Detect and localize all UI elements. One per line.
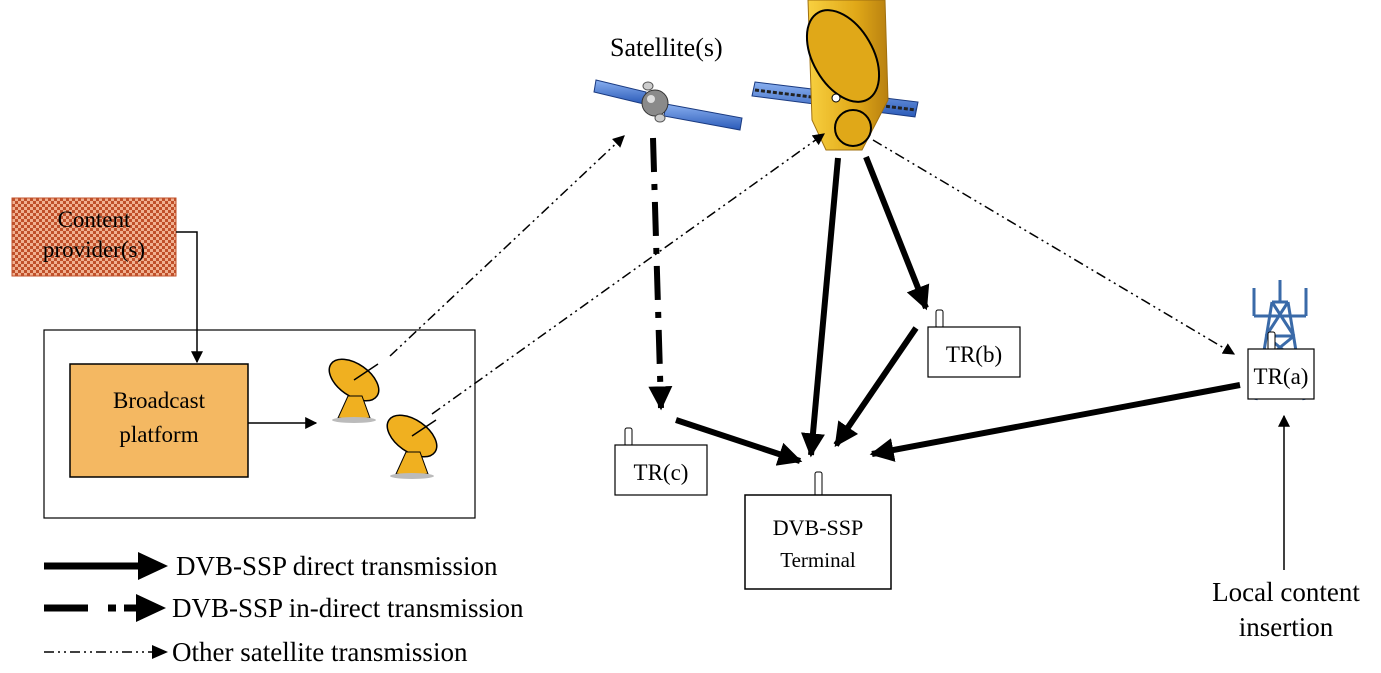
legend-direct-label: DVB-SSP direct transmission (176, 551, 498, 581)
tr-b-to-terminal-arrow (833, 326, 919, 447)
content-provider-label-1: Content (58, 207, 131, 232)
content-provider-box: Content provider(s) (11, 197, 177, 277)
uplink-arrow-2 (431, 133, 825, 415)
tr-c-to-terminal-arrow (675, 417, 803, 466)
local-content-label-2: insertion (1239, 612, 1334, 642)
broadcast-platform-box: Broadcast platform (69, 363, 249, 478)
tr-c-label: TR(c) (634, 460, 689, 485)
legend-indirect-label: DVB-SSP in-direct transmission (172, 593, 524, 623)
terminal-label-2: Terminal (780, 548, 856, 572)
legend: DVB-SSP direct transmission DVB-SSP in-d… (44, 551, 524, 667)
broadcast-system-frame (43, 329, 476, 519)
terminal-box: DVB-SSP Terminal (744, 471, 892, 590)
satellite-icon (593, 79, 743, 131)
indirect-transmission-arrow (648, 137, 673, 411)
satellite-to-tr-b-arrow (863, 155, 930, 311)
tr-c-box: TR(c) (614, 427, 708, 496)
satellite-dish-icon (328, 358, 380, 423)
legend-indirect: DVB-SSP in-direct transmission (44, 593, 524, 623)
uplink-arrow-1 (389, 135, 625, 357)
satellite-icon (751, 0, 919, 151)
tr-a-to-terminal-arrow (869, 382, 1241, 462)
satellite-dish-icon (386, 414, 438, 479)
content-provider-label-2: provider(s) (43, 237, 145, 262)
local-content-label-1: Local content (1212, 577, 1360, 607)
legend-other-label: Other satellite transmission (172, 637, 468, 667)
broadcast-platform-label-2: platform (119, 422, 198, 447)
terminal-label-1: DVB-SSP (773, 515, 863, 540)
satellite-to-tr-a-arrow (872, 139, 1236, 355)
legend-direct: DVB-SSP direct transmission (44, 551, 498, 581)
tr-a-box: TR(a) (1247, 331, 1315, 400)
satellite-to-terminal-arrow (801, 157, 841, 458)
satellites-label: Satellite(s) (610, 33, 723, 62)
tr-a-label: TR(a) (1254, 364, 1309, 389)
tr-b-box: TR(b) (927, 309, 1021, 378)
tr-b-label: TR(b) (946, 342, 1002, 367)
legend-other: Other satellite transmission (44, 637, 468, 667)
broadcast-platform-label-1: Broadcast (113, 388, 206, 413)
provider-to-platform-arrow (176, 231, 203, 364)
